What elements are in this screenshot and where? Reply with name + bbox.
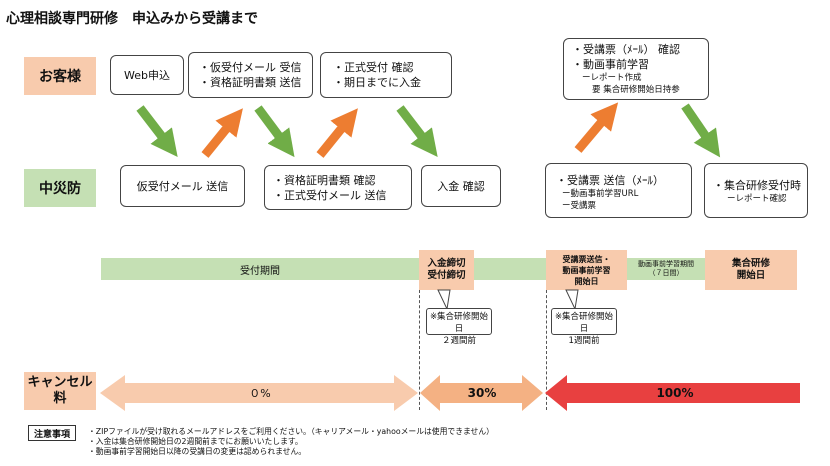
callout-two-weeks: ※集合研修開始日 ２週間前 — [426, 308, 492, 346]
notes-heading: 注意事項 — [28, 425, 76, 441]
center-box-4-line-2: ー動画事前学習URL — [562, 189, 639, 199]
note-item-2: ・入金は集合研修開始日の2週間前までにお願いいたします。 — [88, 437, 303, 446]
customer-box-4-line-2: ・動画事前学習 — [572, 58, 649, 71]
cancel-hundred-label: 100% — [656, 386, 694, 400]
arrow-down-1 — [136, 105, 178, 157]
ticket-divider — [546, 290, 547, 410]
customer-box-2-line-2: ・資格証明書類 送信 — [199, 76, 302, 89]
arrow-up-1 — [201, 108, 243, 158]
center-box-5: ・集合研修受付時 ーレポート確認 — [704, 163, 808, 218]
customer-box-2: ・仮受付メール 受信 ・資格証明書類 送信 — [188, 52, 313, 98]
training-start-line-1: 集合研修 — [731, 258, 770, 269]
arrow-up-3 — [574, 102, 619, 153]
cancel-zero-arrow — [100, 375, 418, 411]
customer-box-4-line-4: 要 集合研修開始日持参 — [592, 85, 680, 95]
cancel-hundred-arrow — [545, 375, 800, 411]
training-start-marker: 集合研修 開始日 — [705, 250, 797, 290]
center-box-3-label: 入金 確認 — [437, 180, 485, 193]
callout-one-week-line-2: 1週間前 — [568, 336, 600, 346]
row-label-cancel-fee: キャンセル料 — [24, 372, 96, 410]
cancel-thirty-arrow — [420, 375, 543, 411]
customer-box-2-line-1: ・仮受付メール 受信 — [199, 61, 302, 74]
center-box-5-line-2: ーレポート確認 — [727, 194, 787, 204]
customer-box-3-line-1: ・正式受付 確認 — [333, 61, 414, 74]
arrow-down-3 — [396, 105, 438, 157]
ticket-start-line-3: 開始日 — [574, 276, 599, 286]
arrow-down-2 — [254, 105, 295, 158]
prestudy-period-label: 動画事前学習期間 （７日間） — [627, 260, 705, 278]
customer-box-4-line-3: ーレポート作成 — [582, 73, 642, 83]
prestudy-period-line-2: （７日間） — [648, 269, 684, 277]
reception-period-bar: 受付期間 — [101, 258, 419, 280]
callout-two-weeks-line-2: ２週間前 — [441, 336, 476, 346]
center-box-3: 入金 確認 — [421, 165, 501, 207]
customer-web-apply-label: Web申込 — [124, 69, 170, 82]
deadline-line-2: 受付締切 — [427, 270, 466, 281]
customer-box-4: ・受講票（ﾒｰﾙ） 確認 ・動画事前学習 ーレポート作成 要 集合研修開始日持参 — [563, 38, 709, 100]
training-start-line-2: 開始日 — [736, 270, 766, 281]
customer-box-4-line-1: ・受講票（ﾒｰﾙ） 確認 — [572, 43, 680, 56]
cancel-zero-label: ０% — [249, 387, 271, 400]
arrow-up-2 — [316, 108, 358, 158]
center-box-1-label: 仮受付メール 送信 — [136, 180, 229, 193]
customer-box-3-line-2: ・期日までに入金 — [333, 76, 421, 89]
center-box-5-line-1: ・集合研修受付時 — [713, 179, 801, 192]
prestudy-period-line-1: 動画事前学習期間 — [638, 260, 694, 268]
timeline-bar-gap — [474, 258, 546, 280]
callout-one-week-line-1: ※集合研修開始日 — [554, 312, 614, 334]
center-box-2-line-1: ・資格証明書類 確認 — [273, 174, 376, 187]
ticket-start-marker: 受講票送信・ 動画事前学習 開始日 — [546, 250, 627, 290]
center-box-4-line-1: ・受講票 送信（ﾒｰﾙ） — [556, 174, 664, 187]
row-label-center: 中災防 — [24, 169, 96, 207]
deadline-marker: 入金締切 受付締切 — [419, 250, 474, 290]
customer-box-3: ・正式受付 確認 ・期日までに入金 — [320, 52, 452, 98]
reception-period-label: 受付期間 — [240, 265, 280, 277]
prestudy-period-bar — [627, 258, 705, 280]
deadline-line-1: 入金締切 — [427, 258, 466, 269]
arrow-down-4 — [681, 103, 721, 158]
center-box-4-line-3: ー受講票 — [562, 201, 597, 211]
note-item-3: ・動画事前学習開始日以降の受講日の変更は認められません。 — [88, 447, 307, 456]
deadline-divider — [419, 290, 420, 410]
page-title: 心理相談専門研修 申込みから受講まで — [6, 11, 258, 27]
ticket-start-line-2: 動画事前学習 — [562, 265, 611, 275]
cancel-thirty-label: 30% — [467, 386, 497, 400]
customer-web-apply-box: Web申込 — [110, 55, 184, 95]
center-box-2: ・資格証明書類 確認 ・正式受付メール 送信 — [264, 165, 412, 210]
note-item-1: ・ZIPファイルが受け取れるメールアドレスをご利用ください。（キャリアメール・y… — [88, 427, 494, 436]
row-label-customer: お客様 — [24, 57, 96, 95]
callout-two-weeks-line-1: ※集合研修開始日 — [429, 312, 489, 334]
center-box-2-line-2: ・正式受付メール 送信 — [273, 189, 387, 202]
center-box-1: 仮受付メール 送信 — [120, 165, 245, 207]
callout-one-week: ※集合研修開始日 1週間前 — [551, 308, 617, 346]
center-box-4: ・受講票 送信（ﾒｰﾙ） ー動画事前学習URL ー受講票 — [545, 163, 692, 218]
ticket-start-line-1: 受講票送信・ — [562, 254, 611, 264]
